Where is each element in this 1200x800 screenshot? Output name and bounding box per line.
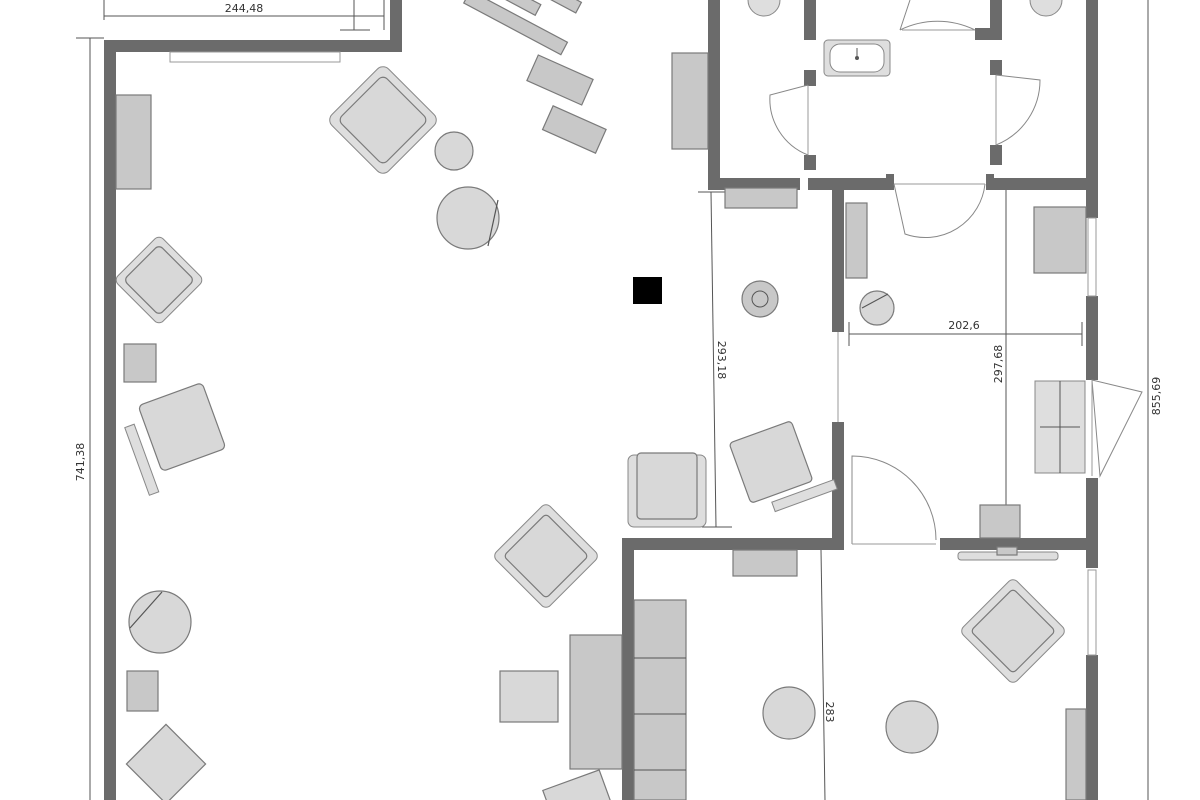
dimension-bottom: 283 bbox=[820, 549, 836, 800]
walls bbox=[104, 0, 1098, 800]
dimension-mid-label: 293,18 bbox=[715, 341, 728, 380]
black-square-marker bbox=[633, 277, 662, 304]
top-furniture bbox=[329, 0, 607, 250]
dimension-left-label: 741,38 bbox=[74, 443, 87, 482]
dimension-right-label: 855,69 bbox=[1150, 377, 1163, 416]
dimension-room-width: 202,6 bbox=[848, 319, 1083, 346]
bathroom-fixtures bbox=[747, 0, 1063, 77]
dimension-top-label: 244,48 bbox=[225, 2, 264, 15]
dimension-room-width-label: 202,6 bbox=[948, 319, 980, 332]
dimension-right: 855,69 bbox=[1147, 0, 1163, 800]
dimension-room-height-label: 297,68 bbox=[992, 345, 1005, 384]
dimension-bottom-label: 283 bbox=[823, 702, 836, 723]
dimension-left: 741,38 bbox=[74, 37, 104, 800]
right-room-furniture bbox=[845, 202, 1087, 561]
doors bbox=[769, 0, 1143, 545]
middle-furniture bbox=[494, 52, 838, 800]
lower-right-furniture bbox=[732, 549, 1087, 800]
dimension-top: 244,48 bbox=[103, 0, 385, 31]
dimension-mid: 293,18 bbox=[698, 191, 732, 528]
dimension-room-height: 297,68 bbox=[992, 190, 1007, 540]
left-furniture bbox=[115, 94, 226, 800]
